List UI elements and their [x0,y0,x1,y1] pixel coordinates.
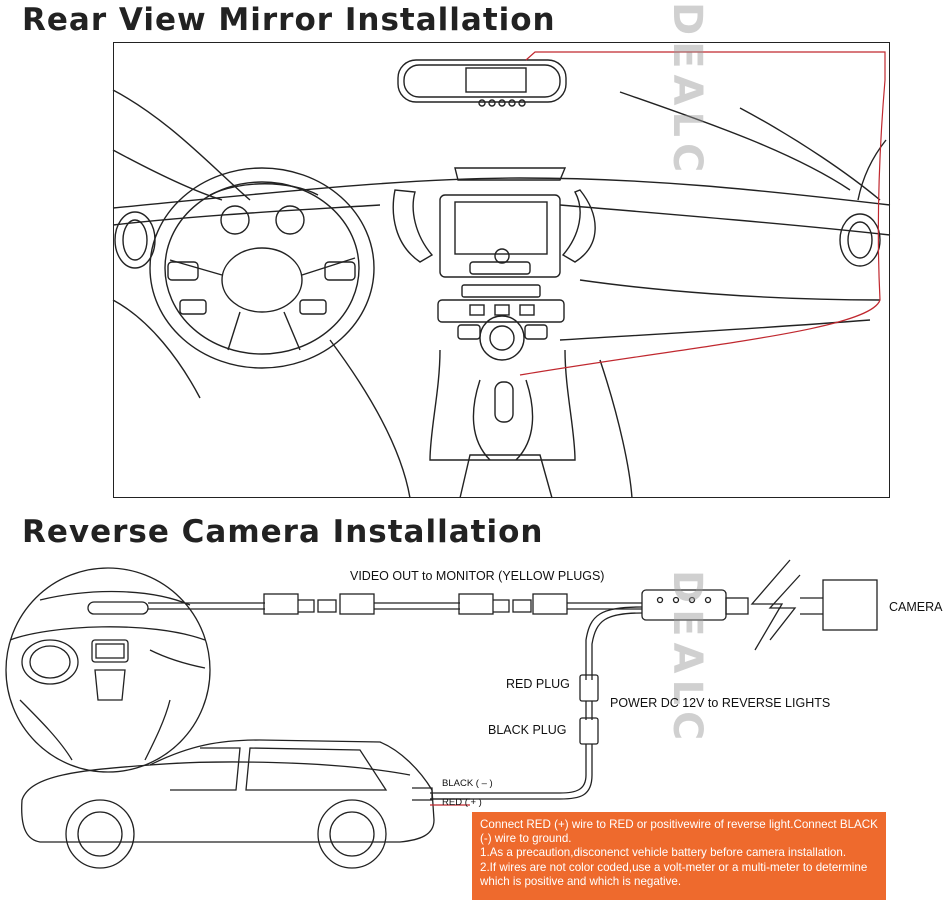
head-unit-screen [454,201,548,255]
yellow-plug-4 [532,593,568,615]
inset-dashboard-circle [5,567,211,773]
yellow-plug-1 [263,593,299,615]
steering-wheel [149,167,375,369]
red-wire-label: RED ( + ) [442,797,482,808]
camera-label: CAMERA [889,600,943,614]
video-out-label: VIDEO OUT to MONITOR (YELLOW PLUGS) [350,569,605,583]
mirror-power-wire [519,51,886,376]
red-plug [579,674,599,702]
black-plug-label: BLACK PLUG [488,723,567,737]
yellow-plug-2 [339,593,375,615]
rear-wheel [65,799,135,869]
black-plug [579,717,599,745]
rear-view-mirror [397,59,567,103]
watermark-top: DEALC [664,2,710,179]
note-color-coded: 2.If wires are not color coded,use a vol… [480,860,868,888]
note-connect: Connect RED (+) wire to RED or positivew… [480,818,878,846]
mirror-screen [465,67,527,93]
black-wire-label: BLACK ( – ) [442,778,493,789]
camera-section-title: Reverse Camera Installation [22,514,544,550]
yellow-plug-3 [458,593,494,615]
head-unit [439,194,561,278]
watermark-bottom: DEALC [664,570,710,747]
note-precaution: 1.As a precaution,disconenct vehicle bat… [480,846,847,860]
red-plug-label: RED PLUG [506,677,570,691]
car-body [21,739,435,843]
front-wheel [317,799,387,869]
installation-notes: Connect RED (+) wire to RED or positivew… [472,812,886,900]
mirror-section-title: Rear View Mirror Installation [22,2,556,38]
power-label: POWER DC 12V to REVERSE LIGHTS [610,696,831,710]
camera-box [822,579,878,631]
signal-bolt-icon [750,559,791,651]
